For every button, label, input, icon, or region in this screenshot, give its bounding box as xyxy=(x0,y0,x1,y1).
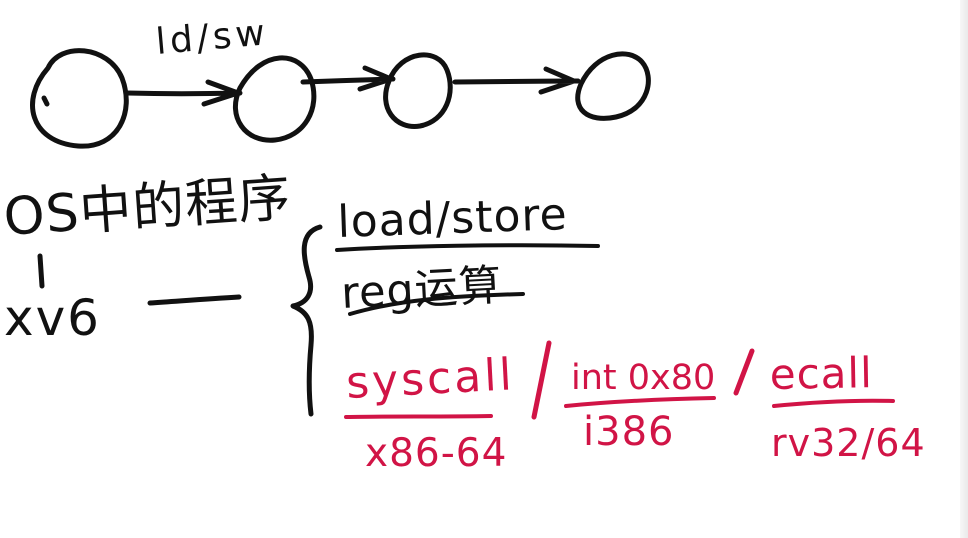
ecall-label: ecall xyxy=(769,348,873,399)
state-node-4 xyxy=(575,51,651,121)
left-notes: OS中的程序 xv6 xyxy=(2,168,323,417)
xv6-label: xv6 xyxy=(4,289,101,347)
state-node-3 xyxy=(383,52,453,129)
int-0x80-label: int 0x80 xyxy=(571,358,715,398)
xv6-dash-link xyxy=(147,294,242,306)
right-edge-shadow xyxy=(960,0,968,538)
right-black-notes: load/store reg运算 xyxy=(335,189,600,319)
x86-64-label: x86-64 xyxy=(365,431,507,476)
edge-label: ld/sw xyxy=(154,12,270,63)
separator-slash-1 xyxy=(531,340,552,420)
int-0x80-underline xyxy=(564,396,716,408)
state-node-1 xyxy=(30,48,129,149)
state-node-2 xyxy=(232,55,317,143)
i386-label: i386 xyxy=(583,409,674,455)
red-syscall-notes: syscall x86-64 int 0x80 i386 ecall rv32/… xyxy=(344,340,926,476)
ecall-underline xyxy=(772,398,895,408)
os-program-label: OS中的程序 xyxy=(2,168,293,248)
rv32-64-label: rv32/64 xyxy=(771,421,926,465)
load-store-underline xyxy=(335,243,600,252)
load-store-label: load/store xyxy=(337,189,569,248)
syscall-label: syscall xyxy=(345,349,516,409)
left-brace xyxy=(290,224,323,417)
os-to-xv6-link xyxy=(37,253,45,289)
transition-arrow-3 xyxy=(452,66,581,95)
state-chain: ld/sw xyxy=(30,12,651,149)
transition-arrow-1 xyxy=(123,79,243,107)
reg-operation-strike xyxy=(348,292,525,316)
transition-arrow-2 xyxy=(300,65,396,92)
separator-slash-2 xyxy=(733,348,755,396)
state-node-1-tick xyxy=(41,95,50,107)
syscall-underline xyxy=(344,414,493,419)
